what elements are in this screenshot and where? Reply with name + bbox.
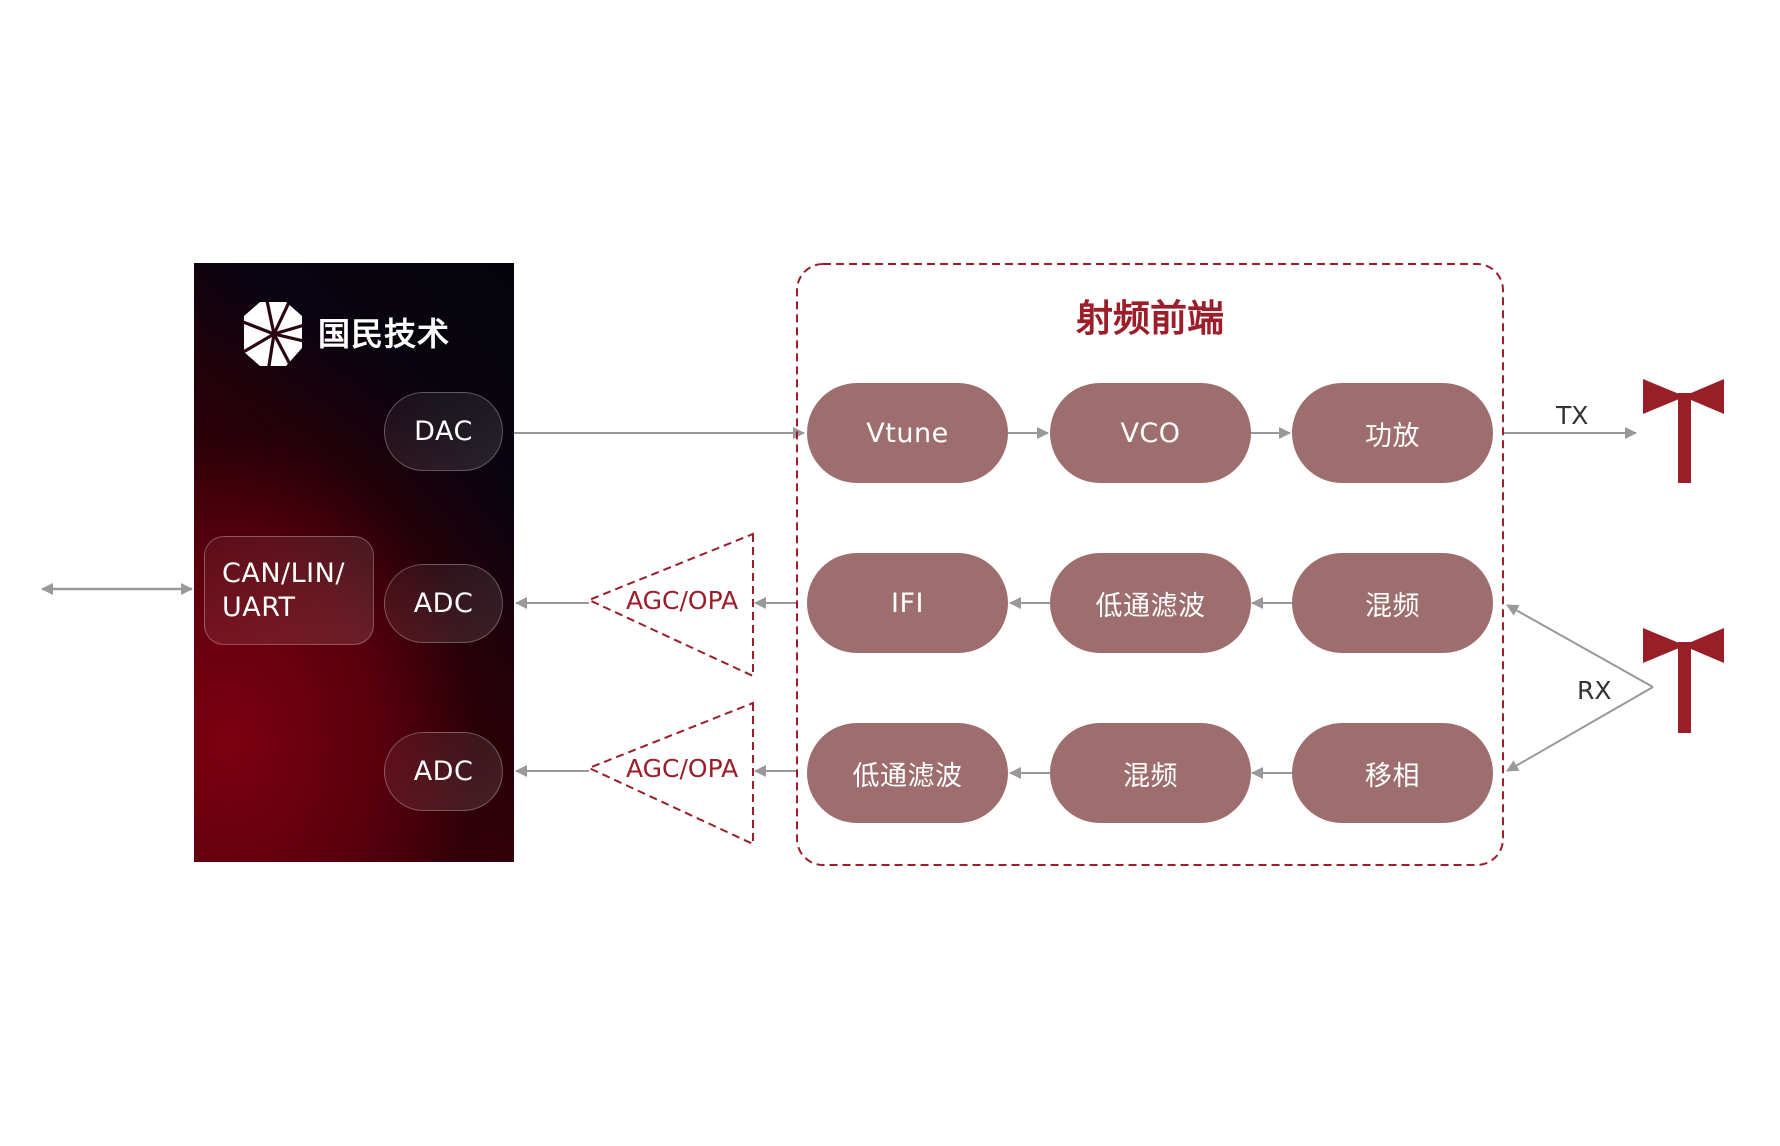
- rx-to-mixer-arrow: [1506, 604, 1654, 688]
- agc-opa-triangle-1: [586, 532, 754, 678]
- dac-block[interactable]: DAC: [384, 392, 503, 471]
- low-pass-filter-block-1[interactable]: 低通滤波: [1050, 553, 1251, 653]
- rx-label: RX: [1577, 676, 1612, 705]
- mixer-block-2[interactable]: 混频: [1050, 723, 1251, 823]
- agc-opa-label-1: AGC/OPA: [626, 586, 739, 615]
- adc-block-2[interactable]: ADC: [384, 732, 503, 811]
- can-lin-uart-label-line2: UART: [222, 591, 296, 623]
- ifi-block[interactable]: IFI: [807, 553, 1008, 653]
- can-lin-uart-block[interactable]: CAN/LIN/ UART: [204, 536, 374, 645]
- mixer-block-1[interactable]: 混频: [1292, 553, 1493, 653]
- rf-frontend-title: 射频前端: [1076, 297, 1224, 340]
- brand-name: 国民技术: [318, 315, 451, 353]
- agc-opa-triangle-2: [586, 701, 754, 846]
- rx-antenna-icon: [1643, 628, 1724, 733]
- tx-label: TX: [1556, 401, 1589, 430]
- rx-to-phase-arrow: [1506, 686, 1654, 772]
- can-lin-uart-label-line1: CAN/LIN/: [222, 557, 345, 589]
- mcu-panel: [194, 263, 514, 862]
- nationstech-logo-icon: [244, 302, 302, 366]
- vtune-block[interactable]: Vtune: [807, 383, 1008, 483]
- tx-antenna-icon: [1643, 379, 1724, 483]
- phase-shifter-block[interactable]: 移相: [1292, 723, 1493, 823]
- agc-opa-label-2: AGC/OPA: [626, 754, 739, 783]
- rf-frontend-container: [796, 263, 1504, 866]
- low-pass-filter-block-2[interactable]: 低通滤波: [807, 723, 1008, 823]
- vco-block[interactable]: VCO: [1050, 383, 1251, 483]
- adc-block-1[interactable]: ADC: [384, 564, 503, 643]
- power-amplifier-block[interactable]: 功放: [1292, 383, 1493, 483]
